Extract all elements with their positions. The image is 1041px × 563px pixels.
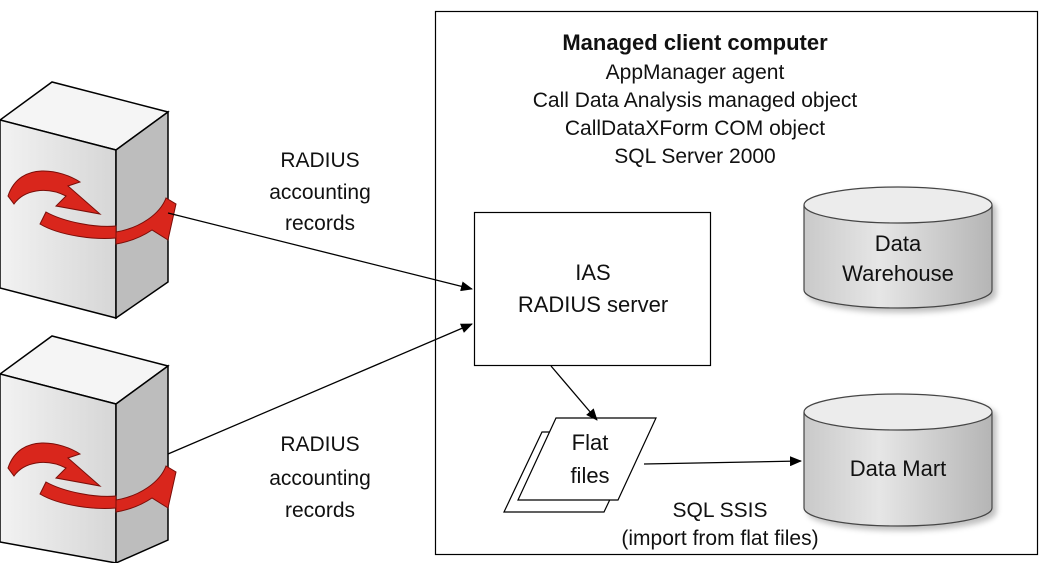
accounting-label-bottom-line3: records — [284, 499, 356, 522]
accounting-label-top-line1: RADIUS — [280, 149, 360, 172]
data-warehouse-label-line2: Warehouse — [842, 261, 954, 286]
accounting-label-bottom-line2: accounting — [269, 467, 371, 490]
flat-files-stack-icon — [503, 417, 657, 513]
radius-server-bottom-icon — [0, 335, 177, 563]
component-sql-server: SQL Server 2000 — [614, 145, 776, 168]
ias-radius-server-box — [473, 211, 712, 367]
arrow-top-server-to-ias — [167, 212, 473, 292]
component-call-data-analysis: Call Data Analysis managed object — [532, 89, 858, 112]
component-appmanager-agent: AppManager agent — [605, 61, 785, 84]
client-computer-title: Managed client computer — [562, 30, 828, 55]
data-warehouse-label-line1: Data — [874, 231, 922, 256]
ssis-label-line1: SQL SSIS — [672, 499, 768, 522]
arrow-flat-files-to-data-mart — [643, 456, 802, 467]
accounting-label-top-line2: accounting — [269, 181, 371, 204]
data-mart-database-icon — [803, 393, 993, 527]
arrow-bottom-server-to-ias — [167, 323, 473, 455]
ssis-label-line2: (import from flat files) — [621, 527, 819, 550]
data-mart-label: Data Mart — [849, 456, 947, 481]
component-calldataxform: CallDataXForm COM object — [564, 117, 826, 140]
accounting-label-top-line3: records — [284, 212, 356, 235]
flat-files-label-line2: files — [570, 463, 610, 488]
ias-label-line1: IAS — [575, 260, 611, 285]
flat-files-label-line1: Flat — [571, 430, 609, 455]
ias-label-line2: RADIUS server — [517, 292, 669, 317]
radius-server-top-icon — [0, 81, 177, 320]
arrow-ias-to-flat-files — [550, 365, 598, 421]
accounting-label-bottom-line1: RADIUS — [280, 433, 360, 456]
data-warehouse-database-icon — [803, 186, 993, 309]
